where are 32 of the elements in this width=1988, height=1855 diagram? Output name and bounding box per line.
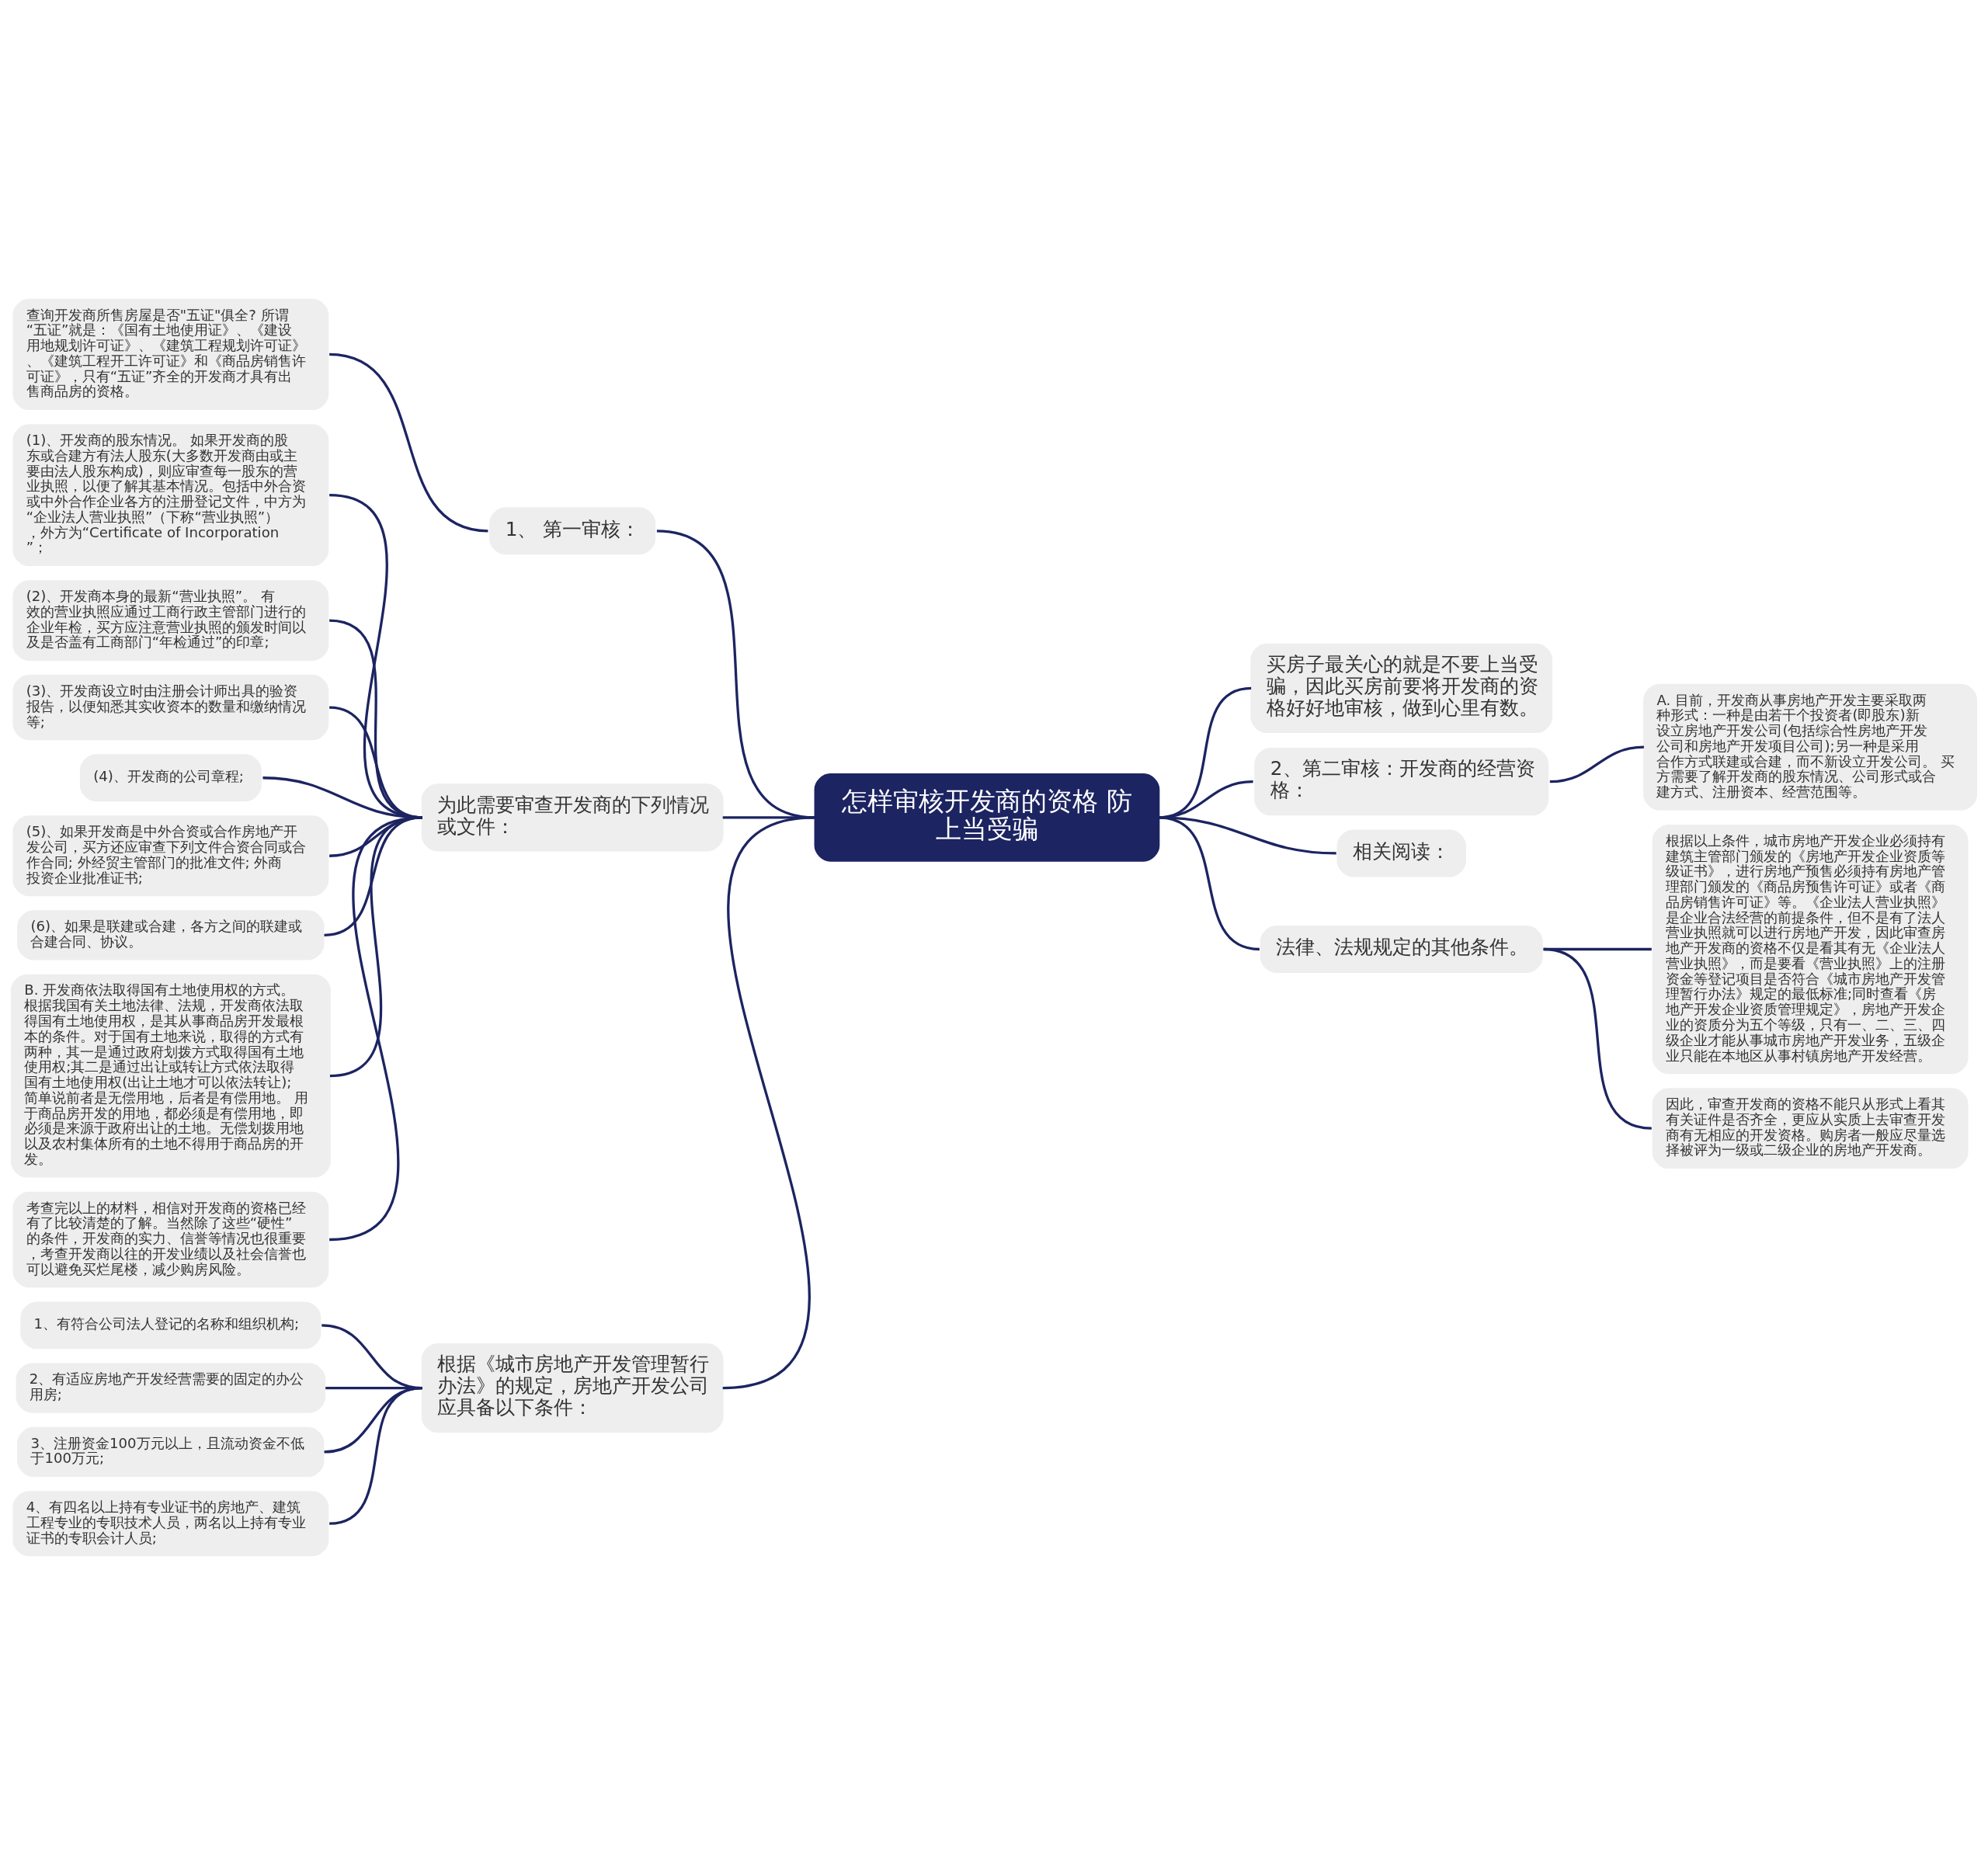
node-box: 根据以上条件，城市房地产开发企业必须持有建筑主管部门颁发的《房地产开发企业资质等级证书》，进行房地产预售必须持有房地产管理部门颁发的《商品房预售许可证》或者《商品房销售许可证》等。《企业法人营业执照》是企业合法经营的前提条件，但不是有了法人营业执照就可以进行房地产开发，因此审查房地产开发商的资格不仅是看其有无《企业法人营业执照》，而是要看《营业执照》上的注册资金等登记项目是否符合《城市房地产开发管理暂行办法》规定的最低标准;同时查看《房地产开发企业资质管理规定》，房地产开发企业的资质分为五个等级，只有一、二、三、四级企业才能从事城市房地产开发业务，五级企业只能在本地区从事村镇房地产开发经营。 [1652,824,1969,1075]
node-box: 买房子最关心的就是不要上当受骗，因此买房前要将开发商的资格好好地审核，做到心里有数。 [1250,643,1553,734]
node-box: 1、 第一审核： [489,507,656,555]
connector [1543,947,1653,1130]
connector [1549,745,1645,783]
node-box: 2、第二审核：开发商的经营资格： [1254,748,1549,816]
node-box: 根据《城市房地产开发管理暂行办法》的规定，房地产开发公司应具备以下条件： [421,1343,724,1433]
node-box: 1、有符合公司法人登记的名称和组织机构; [20,1301,321,1350]
node-box: 查询开发商所售房屋是否"五证"俱全? 所谓“五证”就是：《国有土地使用证》、《建设用地规划许可证》、《建筑工程规划许可证》、《建筑工程开工许可证》和《商品房销售许可证》，只有“五证”齐全的开发商才具有出售商品房的资格。 [12,298,329,411]
connector [328,353,488,533]
connector [328,1386,422,1525]
node-box: (1)、开发商的股东情况。 如果开发商的股东或合建方有法人股东(大多数开发商由或主要由法人股东构成)，则应审查每一股东的营业执照，以便了解其基本情况。包括中外合资或中外合作企业各方的注册登记文件，中方为“企业法人营业执照”（下称“营业执照”），外方为“Certificate of Incorporation”； [12,424,329,567]
node-box: B. 开发商依法取得国有土地使用权的方式。根据我国有关土地法律、法规，开发商依法取得国有土地使用权，是其从事商品房开发最根本的条件。对于国有土地来说，取得的方式有两种，其一是通过政府划拨方式取得国有土地使用权;其二是通过出让或转让方式依法取得国有土地使用权(出让土地才可以依法转让);简单说前者是无偿用地，后者是有偿用地。 用于商品房开发的用地，都必须是有偿用地，即必须是来源于政府出让的土地。无偿划拨用地以及农村集体所有的土地不得用于商品房的开发。 [10,974,331,1178]
node-box: 怎样审核开发商的资格 防上当受骗 [814,773,1160,862]
node-box: 考查完以上的材料，相信对开发商的资格已经有了比较清楚的了解。当然除了这些“硬性”的条件，开发商的实力、信誉等情况也很重要，考查开发商以往的开发业绩以及社会信誉也可以避免买烂尾楼，减少购房风险。 [12,1191,329,1288]
node-box: 相关阅读： [1336,829,1466,877]
node-box: 2、有适应房地产开发经营需要的固定的办公用房; [16,1363,326,1413]
node-box: 3、注册资金100万元以上，且流动资金不低于100万元; [17,1426,325,1478]
connector [328,816,422,1242]
node-box: A. 目前，开发商从事房地产开发主要采取两种形式：一种是由若干个投资者(即股东)新设立房地产开发公司(包括综合性房地产开发公司和房地产开发项目公司);另一种是采用合作方式联建或合建，而不新设立开发公司。 买方需要了解开发商的股东情况、公司形式或合建方式、注册资本、经营范围等。 [1643,683,1978,811]
connector [722,816,815,1390]
connector [1159,816,1260,951]
node-box: 因此，审查开发商的资格不能只从形式上看其有关证件是否齐全，更应从实质上去审查开发商有无相应的开发资格。购房者一般应尽量选择被评为一级或二级企业的房地产开发商。 [1652,1088,1969,1169]
node-box: (6)、如果是联建或合建，各方之间的联建或合建合同、协议。 [17,910,325,961]
node-box: (3)、开发商设立时由注册会计师出具的验资报告，以便知悉其实收资本的数量和缴纳情况等; [12,675,329,741]
node-box: 4、有四名以上持有专业证书的房地产、建筑工程专业的专职技术人员，两名以上持有专业证书的专职会计人员; [12,1491,329,1557]
connector [329,816,422,1078]
node-box: 法律、法规规定的其他条件。 [1260,926,1543,973]
node-box: (4)、开发商的公司章程; [79,754,262,802]
node-box: (2)、开发商本身的最新“营业执照”。 有效的营业执照应通过工商行政主管部门进行的企业年检，买方应注意营业执照的颁发时间以及是否盖有工商部门“年检通过”的印章; [12,580,329,661]
node-box: 为此需要审查开发商的下列情况或文件： [421,783,724,852]
node-box: (5)、如果开发商是中外合资或合作房地产开发公司，买方还应审查下列文件合资合同或合作合同; 外经贸主管部门的批准文件; 外商投资企业批准证书; [12,815,329,897]
